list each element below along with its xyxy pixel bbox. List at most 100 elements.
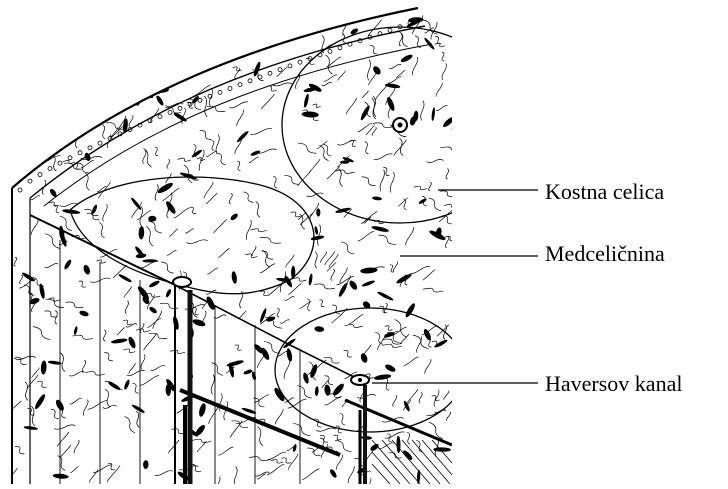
lamella-stroke (453, 114, 468, 122)
osteocyte (422, 328, 432, 341)
lamella-stroke (74, 440, 79, 453)
lamella-stroke (425, 359, 431, 374)
osteocyte (79, 310, 90, 318)
lamella-stroke (85, 372, 104, 376)
lamella-stroke (186, 240, 207, 244)
osteocyte (377, 290, 395, 301)
lamella-stroke (78, 104, 90, 108)
osteocyte (164, 200, 177, 215)
lamella-stroke (323, 144, 331, 156)
lamella-stroke (105, 389, 110, 407)
lamella-stroke (57, 432, 69, 447)
lamella-stroke (358, 231, 374, 241)
lamella-stroke (307, 299, 310, 311)
lamella-stroke (284, 359, 290, 379)
lamella-stroke (234, 466, 237, 484)
lamella-stroke (230, 102, 248, 108)
lamella-stroke (192, 439, 211, 442)
osteocyte (40, 360, 47, 374)
lamella-stroke (373, 123, 393, 128)
lamella-stroke (388, 77, 401, 84)
osteocyte (111, 338, 128, 345)
osteocyte (229, 212, 239, 221)
lamella-stroke (404, 357, 419, 366)
lamella-stroke (153, 310, 162, 328)
periosteal-cell (158, 115, 162, 119)
lamella-stroke (445, 236, 456, 240)
lamella-stroke (251, 129, 272, 135)
lamella-stroke (33, 327, 50, 340)
lamella-stroke (366, 125, 374, 136)
lamella-stroke (428, 198, 441, 211)
lamella-stroke (235, 33, 238, 47)
lamella-stroke (43, 61, 53, 76)
lamella-stroke (251, 229, 267, 232)
lamella-stroke (395, 319, 407, 337)
lamella-stroke (93, 465, 112, 473)
lamella-stroke (334, 435, 342, 440)
lamella-stroke (134, 30, 139, 49)
lamella-stroke (186, 52, 197, 56)
lamella-stroke (435, 37, 441, 44)
lamella-stroke (362, 177, 376, 186)
osteocyte (308, 273, 313, 285)
section-faces (30, 215, 452, 484)
lamella-stroke (370, 46, 377, 54)
lamella-stroke (275, 11, 278, 24)
lamella-stroke (268, 452, 286, 459)
osteocyte (19, 147, 23, 160)
lamella-stroke (380, 169, 384, 191)
osteocyte (192, 318, 206, 328)
lamella-stroke (288, 454, 298, 470)
lamella-stroke (64, 163, 83, 169)
lamella-stroke (155, 184, 158, 200)
lamella-stroke (149, 333, 167, 339)
lamella-stroke (73, 335, 93, 339)
lamella-stroke (243, 192, 254, 202)
lamella-stroke (37, 381, 46, 387)
lamella-stroke (144, 149, 152, 167)
lamella-stroke (385, 432, 405, 438)
lamella-stroke (65, 90, 76, 94)
lamella-stroke (146, 226, 153, 246)
lamella-stroke (412, 57, 417, 75)
lamella-stroke (340, 413, 346, 425)
osteocyte (314, 226, 319, 235)
label-bone-cell: Kostna celica (545, 181, 664, 203)
lamella-stroke (65, 119, 73, 130)
lamella-stroke (217, 57, 224, 62)
lamella-stroke (104, 330, 106, 341)
lamella-stroke (10, 166, 24, 174)
lamella-stroke (32, 48, 37, 65)
osteocyte (78, 30, 82, 47)
lamella-stroke (155, 471, 173, 476)
lamella-stroke (255, 472, 270, 476)
osteocyte (135, 253, 146, 259)
lamella-stroke (335, 170, 355, 173)
lamella-stroke (298, 143, 317, 153)
lamella-stroke (64, 116, 81, 122)
lamella-stroke (319, 300, 324, 307)
periosteal-cell (18, 188, 22, 192)
lamella-stroke (446, 412, 450, 420)
lamella-stroke (107, 465, 120, 481)
lamella-stroke (160, 47, 172, 52)
lamella-stroke (217, 153, 226, 165)
lamella-stroke (406, 227, 414, 245)
osteocyte (243, 369, 253, 376)
osteocyte (21, 271, 36, 282)
lamella-stroke (249, 157, 258, 163)
lamella-stroke (226, 27, 230, 43)
lamella-stroke (136, 411, 139, 427)
lamella-stroke (214, 315, 226, 318)
lamella-stroke (316, 428, 336, 431)
lamella-stroke (396, 70, 405, 77)
osteocyte (348, 279, 359, 291)
lamella-stroke (35, 31, 40, 40)
lamella-stroke (375, 332, 383, 344)
lamella-stroke (155, 147, 159, 155)
periosteal-cell (68, 156, 72, 160)
lamella-stroke (272, 26, 280, 45)
lamella-stroke (267, 464, 284, 475)
